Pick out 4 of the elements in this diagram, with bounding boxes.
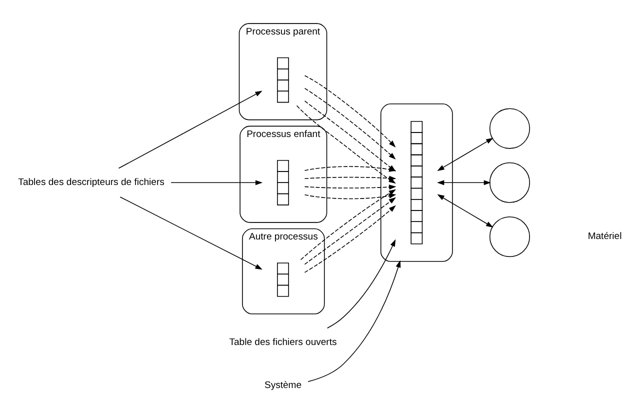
node-text: Système	[264, 380, 302, 391]
node-text: Tables des descripteurs de fichiers	[18, 177, 164, 188]
node-text: Table des fichiers ouverts	[229, 337, 337, 348]
label: Matériel	[588, 231, 622, 242]
